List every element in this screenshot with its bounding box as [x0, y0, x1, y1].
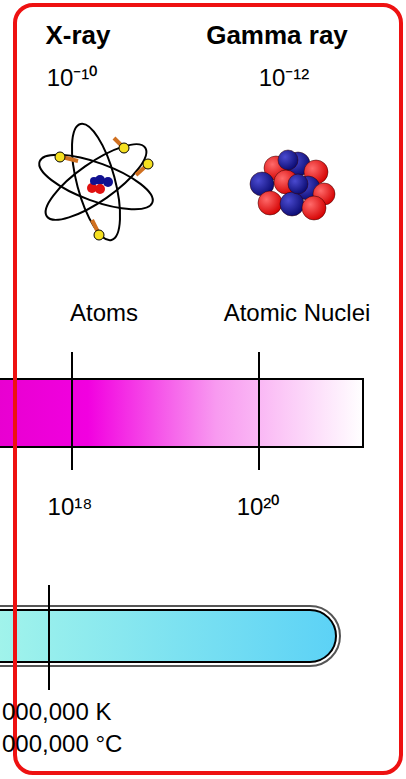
highlight-border: [15, 5, 401, 773]
wavelength-value: 10⁻¹⁰: [47, 66, 98, 90]
nucleus-icon: [250, 150, 335, 220]
frequency-value: 10¹⁸: [48, 495, 93, 519]
temperature-value: 000,000 °C: [2, 732, 122, 756]
frequency-value: 10²⁰: [237, 495, 280, 519]
band-name: X-ray: [45, 22, 110, 48]
band-name: Gamma ray: [206, 22, 348, 48]
scale-object: Atoms: [70, 301, 138, 325]
tick-line: [48, 585, 50, 690]
atom-icon: [33, 119, 159, 245]
wavelength-value: 10⁻¹²: [259, 66, 310, 90]
temperature-value: 000,000 K: [2, 700, 111, 724]
tick-line: [258, 352, 260, 470]
tick-line: [71, 352, 73, 470]
frequency-bar: [0, 379, 363, 447]
temperature-bar: [0, 610, 336, 662]
scale-object: Atomic Nuclei: [224, 301, 371, 325]
tube-outline: [0, 606, 340, 666]
